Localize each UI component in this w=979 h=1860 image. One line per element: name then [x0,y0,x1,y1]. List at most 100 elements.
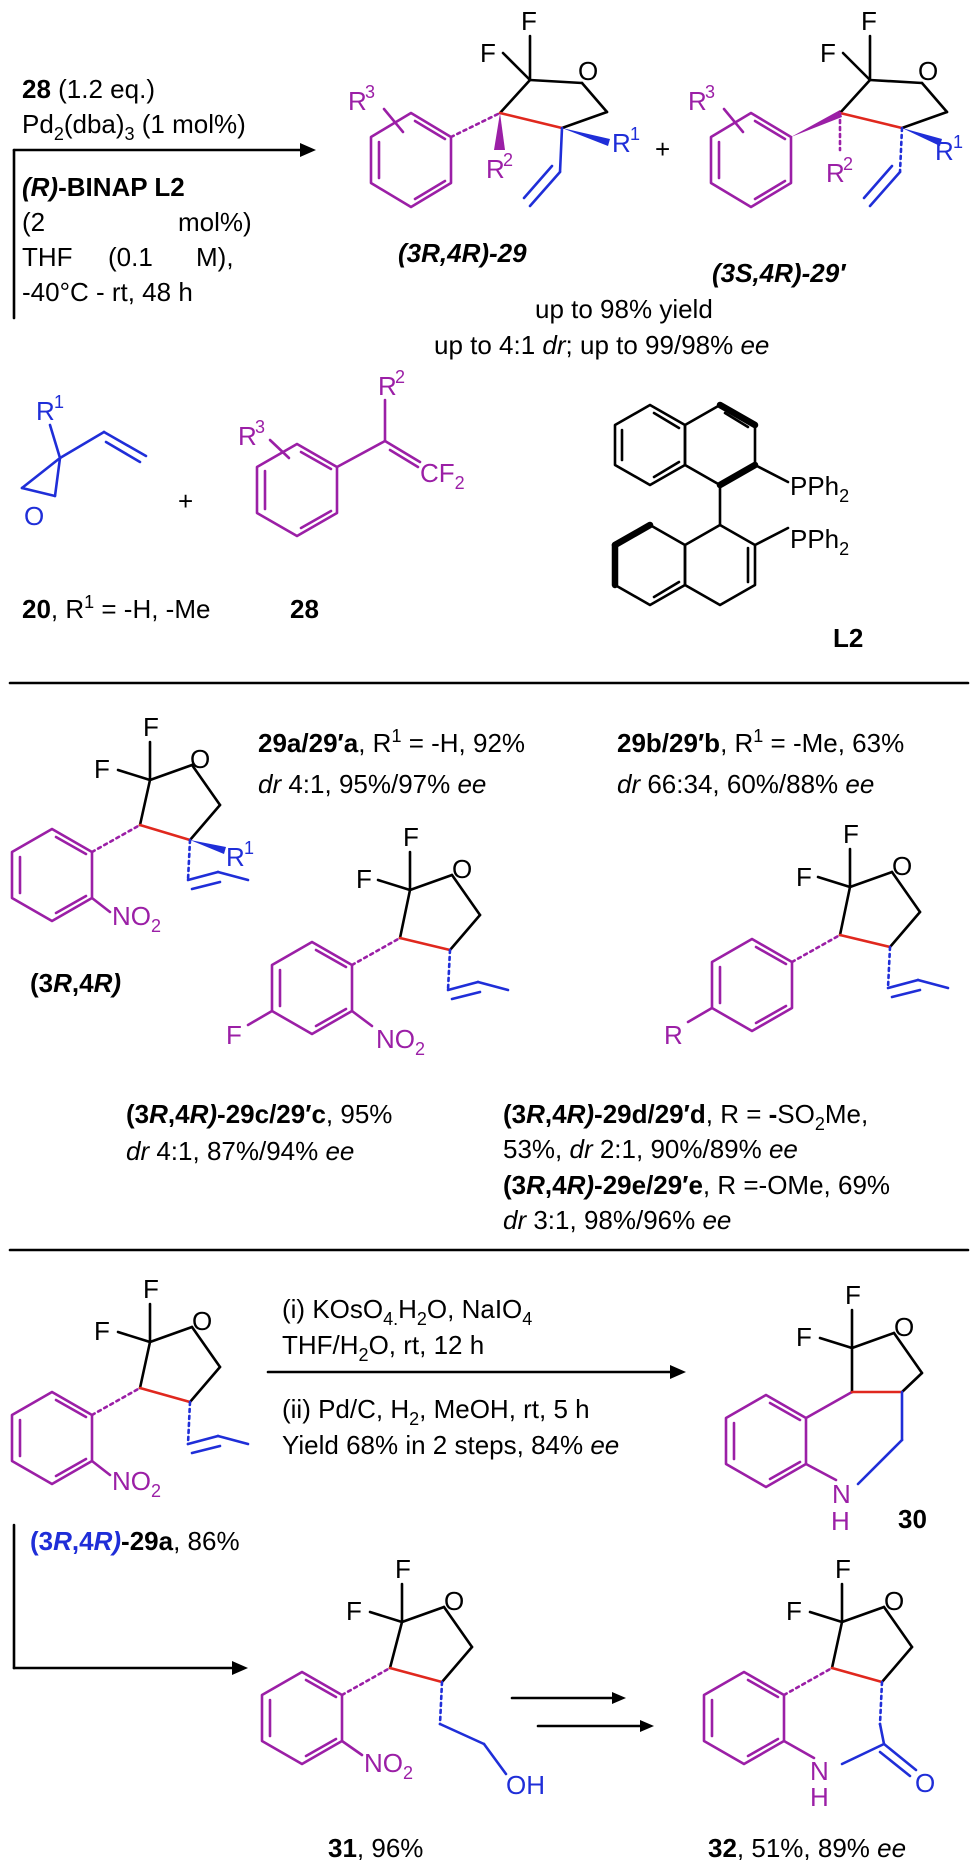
svg-text:F: F [786,1596,802,1626]
example-29d-text: (3R,4R)-29d/29′d, R = -SO2Me, 53%, dr 2:… [503,1099,868,1164]
double-reaction-arrow [510,1692,654,1732]
reaction-arrow-top [12,143,316,320]
svg-text:H: H [831,1506,850,1536]
svg-text:F: F [143,712,159,742]
svg-text:28: 28 [290,594,319,624]
svg-text:-40°C - rt, 48 h: -40°C - rt, 48 h [22,277,193,307]
svg-text:NO2: NO2 [364,1748,413,1783]
svg-text:2: 2 [503,150,513,170]
svg-text:F: F [796,862,812,892]
reaction-arrow-to-30: (i) KOsO4.H2O, NaIO4 THF/H2O, rt, 12 h (… [266,1294,686,1460]
svg-text:dr 4:1, 87%/94% ee: dr 4:1, 87%/94% ee [126,1136,354,1166]
svg-text:O: O [578,56,598,86]
svg-text:(ii) Pd/C, H2, MeOH, rt, 5 h: (ii) Pd/C, H2, MeOH, rt, 5 h [282,1394,590,1429]
plus-sign: + [655,134,670,164]
svg-text:O: O [24,501,44,531]
svg-text:O: O [918,56,938,86]
svg-text:3: 3 [255,417,265,437]
svg-text:R: R [612,128,631,158]
svg-text:(3R,4R)-29c/29′c, 95%: (3R,4R)-29c/29′c, 95% [126,1099,392,1129]
svg-text:1: 1 [630,124,640,144]
svg-text:(2: (2 [22,207,45,237]
svg-text:O: O [892,851,912,881]
svg-text:R: R [378,371,397,401]
example-29e-text: (3R,4R)-29e/29′e, R =-OMe, 69% dr 3:1, 9… [503,1170,890,1235]
svg-text:THF/H2O, rt, 12 h: THF/H2O, rt, 12 h [282,1330,484,1365]
svg-text:dr 4:1, 95%/97% ee: dr 4:1, 95%/97% ee [258,769,486,799]
svg-text:NO2: NO2 [376,1024,425,1059]
svg-text:R: R [486,154,505,184]
svg-text:29b/29′b, R1 = -Me, 63%: 29b/29′b, R1 = -Me, 63% [617,726,904,758]
svg-text:F: F [143,1274,159,1304]
svg-text:F: F [820,38,836,68]
svg-text:PPh2: PPh2 [790,471,849,506]
svg-text:(R)-BINAP L2: (R)-BINAP L2 [22,172,185,202]
example-29d-molecule: R F F O [664,819,950,1050]
svg-text:O: O [915,1768,935,1798]
reactants: O R 1 20, R1 = -H, -Me + R 3 R 2 CF2 [20,367,863,653]
svg-text:(3R,4R)-29d/29′d, R = -SO2Me,: (3R,4R)-29d/29′d, R = -SO2Me, [503,1099,868,1134]
example-29c-molecule: F NO2 F F O [226,822,510,1059]
svg-text:NO2: NO2 [112,901,161,936]
svg-text:PPh2: PPh2 [790,524,849,559]
svg-text:(3R,4R)-29: (3R,4R)-29 [398,238,527,268]
svg-text:31, 96%: 31, 96% [328,1833,423,1860]
svg-text:F: F [403,822,419,852]
epoxide-20: O R 1 20, R1 = -H, -Me [20,392,210,624]
svg-text:(3R,4R)-29e/29′e, R =-OMe, 69%: (3R,4R)-29e/29′e, R =-OMe, 69% [503,1170,890,1200]
svg-text:OH: OH [506,1770,545,1800]
product-29-prime: R 3 F F O R 2 R 1 (3S,4R)-29′ [688,6,963,288]
svg-text:F: F [226,1020,242,1050]
svg-text:32, 51%, 89% ee: 32, 51%, 89% ee [708,1833,906,1860]
substrate-scope: NO2 F F O R 1 (3R,4R) 29a/29′a, R1 = -H,… [10,712,950,1235]
svg-text:M),: M), [196,242,234,272]
svg-text:(3R,4R): (3R,4R) [30,968,121,998]
svg-text:L2: L2 [833,623,863,653]
svg-text:R: R [36,396,55,426]
compound-31: NO2 F F O OH 31, 96% [260,1554,545,1860]
svg-text:1: 1 [244,838,254,858]
svg-text:29a/29′a, R1 = -H, 92%: 29a/29′a, R1 = -H, 92% [258,726,525,758]
derivatization: NO2 F F O (3R,4R)-29a, 86% (i) KOsO4.H2O… [10,1274,935,1860]
svg-text:F: F [861,6,877,36]
svg-text:dr 3:1, 98%/96% ee: dr 3:1, 98%/96% ee [503,1205,731,1235]
yield-text: up to 98% yield [535,294,713,324]
selectivity-text: up to 4:1 dr; up to 99/98% ee [434,330,769,360]
product-29: R 3 F F O R 2 R 1 (3R,4R)-29 [348,6,640,268]
svg-text:20, R1 = -H, -Me: 20, R1 = -H, -Me [22,592,210,624]
top-reaction: 28 (1.2 eq.) Pd2(dba)3 (1 mol%) (R)-BINA… [12,6,963,360]
plus-sign: + [178,486,193,516]
svg-text:F: F [843,819,859,849]
compound-30: N H F F O 30 [724,1280,927,1536]
svg-text:2: 2 [843,154,853,174]
example-29c-text: (3R,4R)-29c/29′c, 95% dr 4:1, 87%/94% ee [126,1099,392,1166]
svg-text:Pd2(dba)3 (1 mol%): Pd2(dba)3 (1 mol%) [22,109,246,144]
svg-text:O: O [894,1312,914,1342]
svg-text:1: 1 [953,132,963,152]
svg-text:28 (1.2 eq.): 28 (1.2 eq.) [22,74,155,104]
svg-text:1: 1 [54,392,64,412]
svg-text:2: 2 [395,367,405,387]
svg-text:R: R [826,158,845,188]
svg-text:F: F [796,1322,812,1352]
svg-text:30: 30 [898,1504,927,1534]
svg-text:O: O [190,744,210,774]
top-conditions: 28 (1.2 eq.) Pd2(dba)3 (1 mol%) (R)-BINA… [22,74,252,307]
svg-text:F: F [346,1596,362,1626]
example-29a-molecule: NO2 F F O R 1 (3R,4R) [10,712,254,998]
svg-text:Yield 68% in 2 steps, 84% ee: Yield 68% in 2 steps, 84% ee [282,1430,619,1460]
svg-text:F: F [835,1554,851,1584]
svg-text:N: N [810,1756,829,1786]
svg-text:3: 3 [365,82,375,102]
binap-ligand-l2: PPh2 PPh2 L2 [611,401,863,653]
svg-text:R: R [226,842,245,872]
compound-29a: NO2 F F O (3R,4R)-29a, 86% [10,1274,250,1556]
svg-text:N: N [832,1479,851,1509]
svg-text:O: O [444,1586,464,1616]
svg-text:mol%): mol%) [178,207,252,237]
svg-text:53%, dr 2:1, 90%/89% ee: 53%, dr 2:1, 90%/89% ee [503,1134,798,1164]
compound-32: N H F F O O 32, 51%, 89% ee [702,1554,935,1860]
svg-text:3: 3 [705,82,715,102]
svg-text:F: F [845,1280,861,1310]
